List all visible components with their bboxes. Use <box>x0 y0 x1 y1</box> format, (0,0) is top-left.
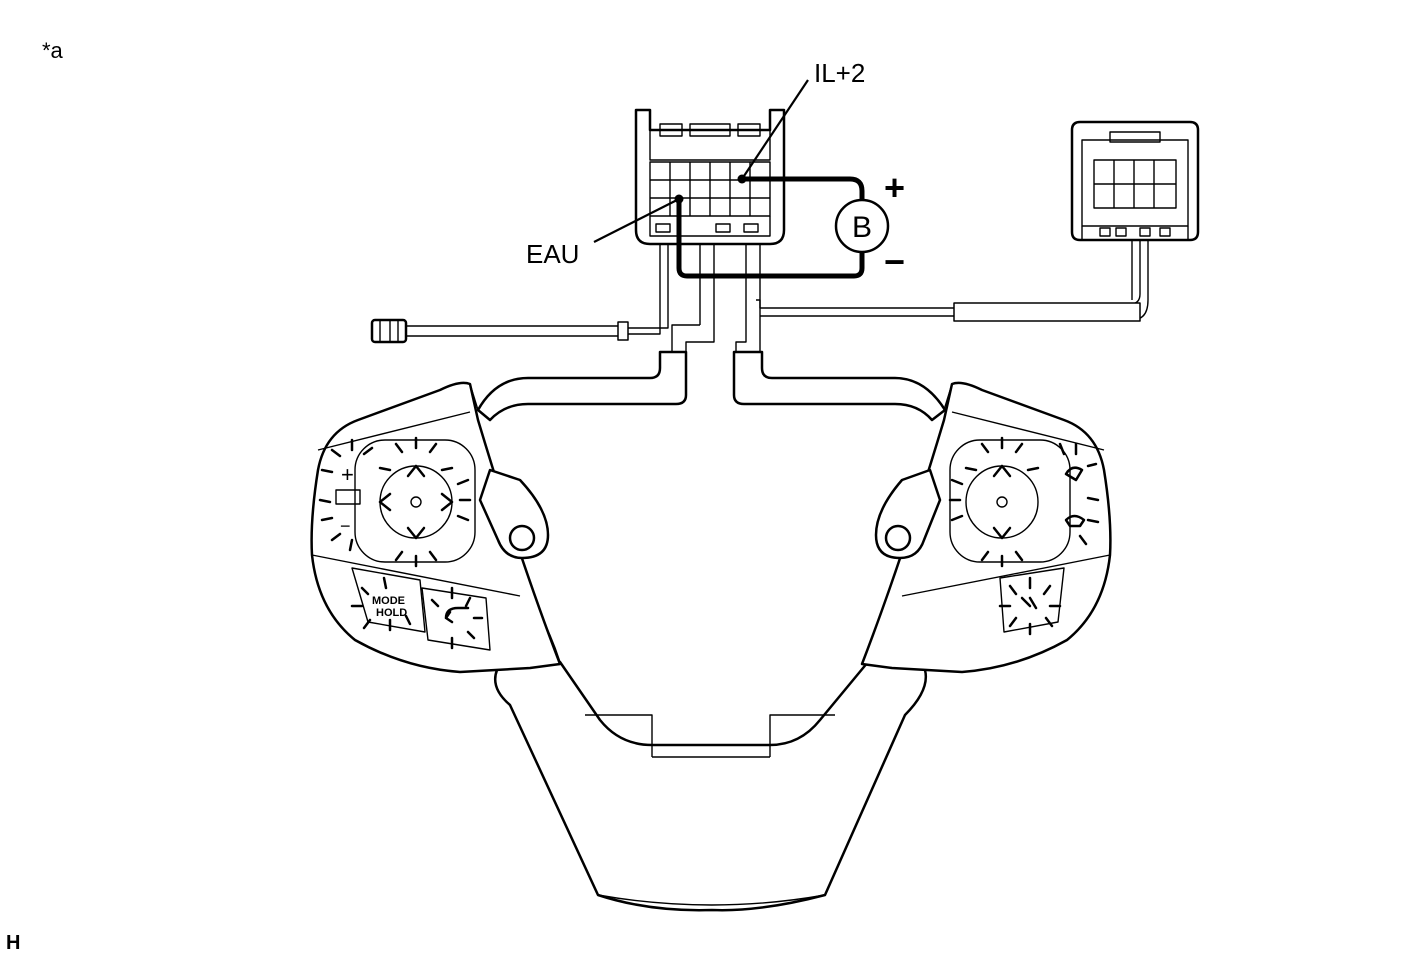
il2-label: IL+2 <box>814 58 865 88</box>
steering-wheel-body <box>493 559 928 912</box>
voice-icon <box>1020 596 1038 610</box>
battery-icon <box>834 198 890 254</box>
callouts: IL+2 EAU <box>526 58 865 269</box>
code-label: H <box>6 932 20 954</box>
left-switch-pad: + − MODE HOLD <box>310 381 562 674</box>
up-arrow-icon <box>406 464 426 478</box>
down-arrow-icon <box>406 526 426 540</box>
battery-test-circuit: B + − <box>674 167 905 282</box>
up-arrow-icon-right <box>992 464 1012 478</box>
volume-plus-icon: + <box>341 462 354 487</box>
hold-button-label: HOLD <box>376 607 407 619</box>
eau-label: EAU <box>526 239 579 269</box>
battery-label: B <box>852 211 872 244</box>
main-connector-icon <box>634 108 786 246</box>
right-connector-icon <box>1070 120 1200 242</box>
left-illumination-marks <box>318 436 484 650</box>
mode-button-label: MODE <box>372 595 405 607</box>
phone-on-icon <box>1064 466 1084 482</box>
right-arrow-icon <box>440 492 454 512</box>
left-arrow-icon <box>378 492 392 512</box>
harness-tube <box>476 350 947 422</box>
positive-terminal-sign: + <box>884 167 905 208</box>
down-arrow-icon-right <box>992 526 1012 540</box>
figure-label: *a <box>42 38 64 63</box>
phone-off-icon <box>1064 514 1086 528</box>
mounting-ears <box>478 468 942 560</box>
right-illumination-marks <box>948 436 1100 636</box>
back-icon <box>444 606 470 624</box>
right-switch-pad <box>860 381 1112 674</box>
left-plug-icon <box>370 318 629 344</box>
volume-minus-icon: − <box>340 516 351 536</box>
negative-terminal-sign: − <box>884 241 905 282</box>
